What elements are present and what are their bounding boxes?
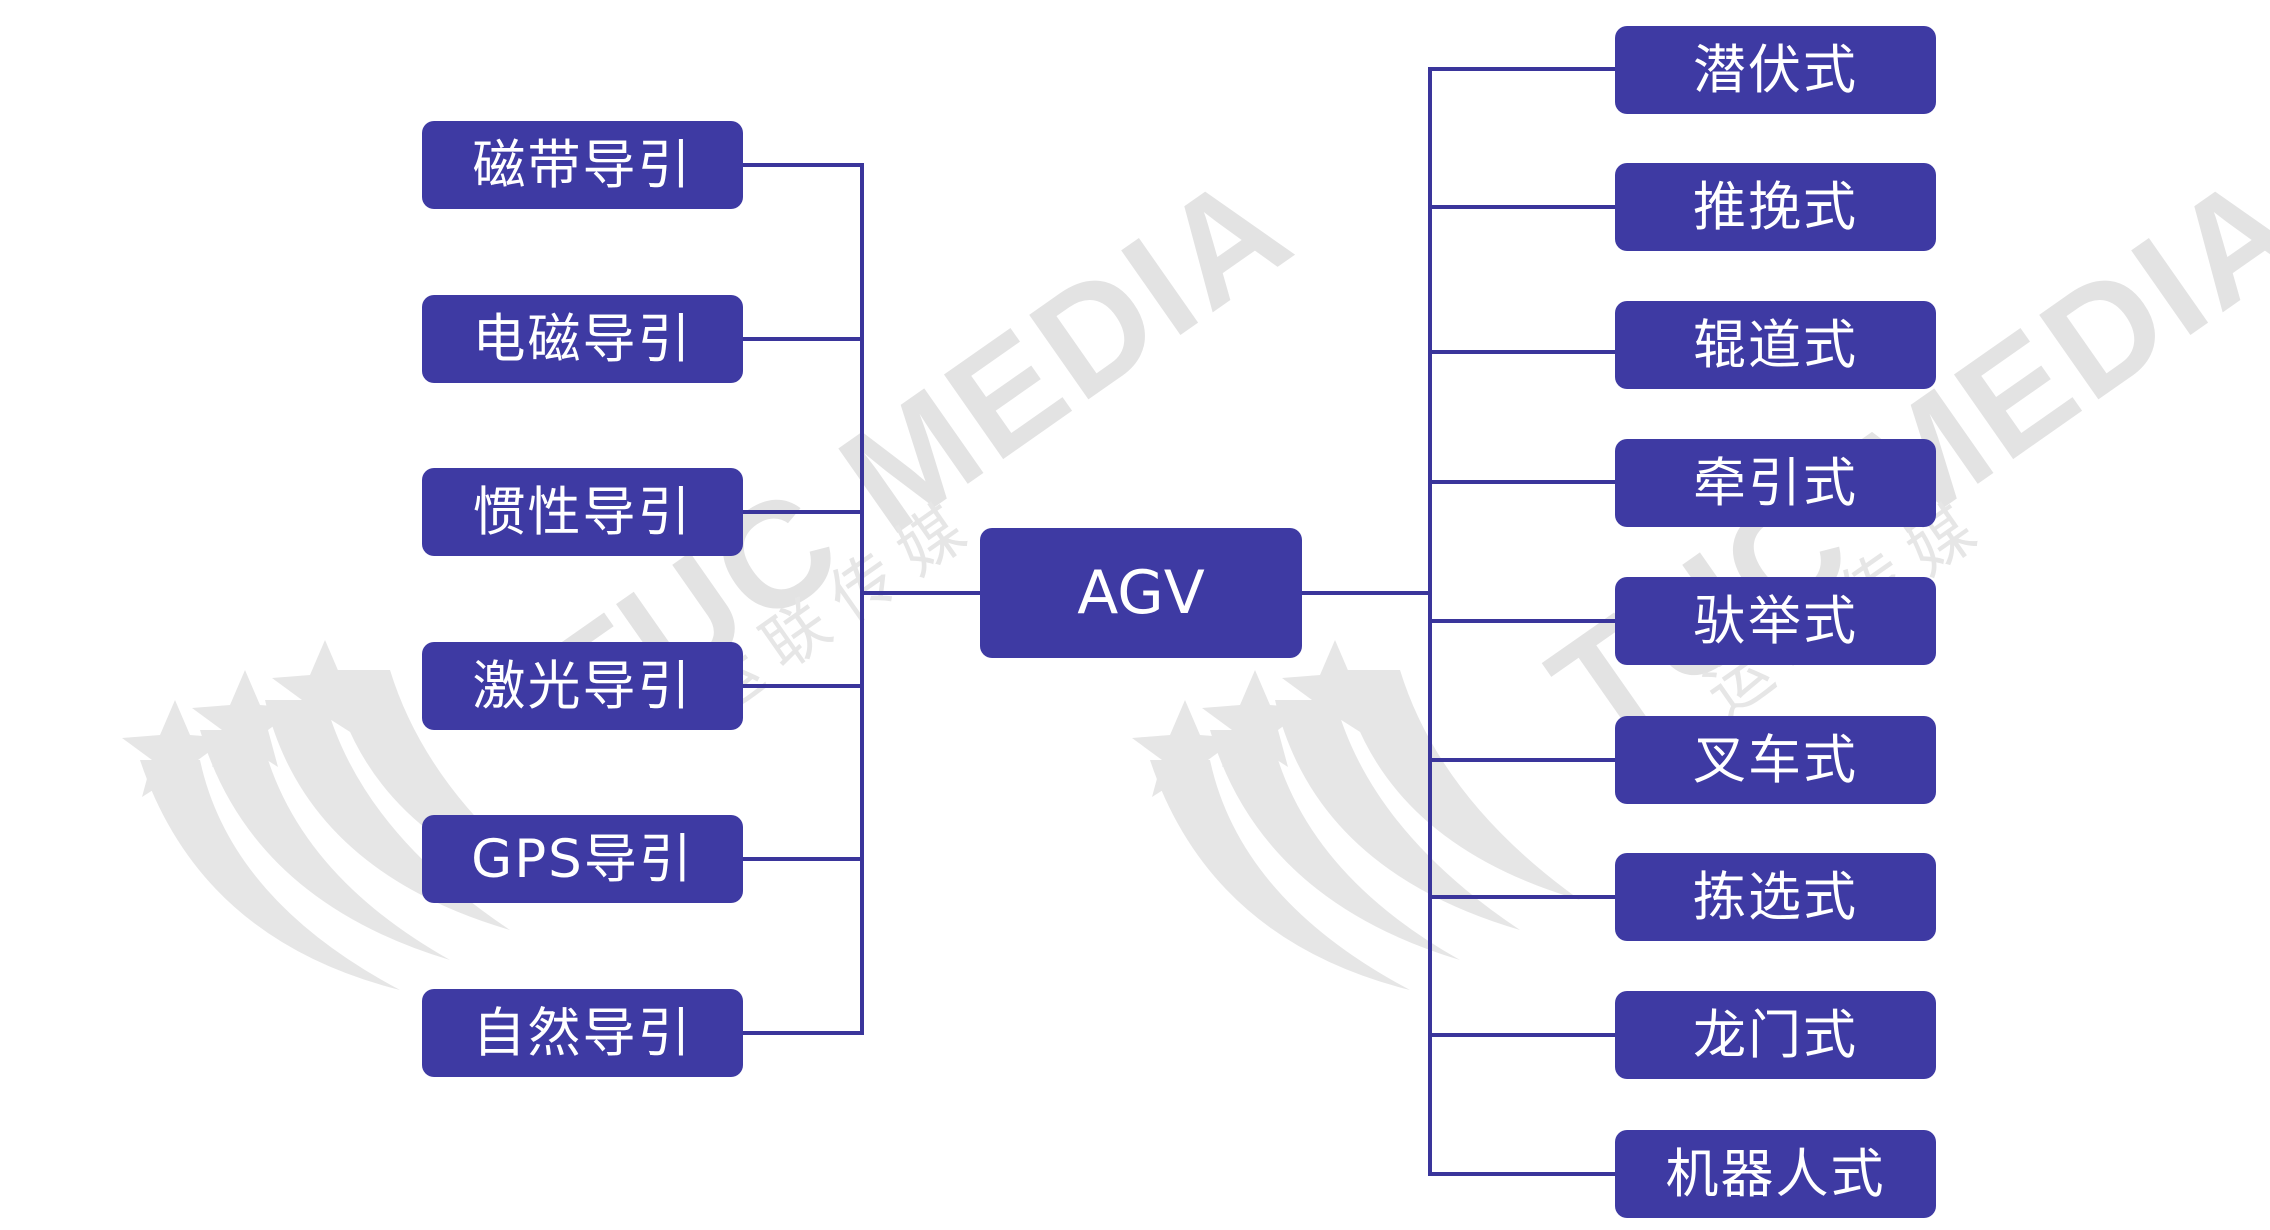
right-node-latent: 潜伏式 [1615,26,1936,114]
right-node-lifting: 驮举式 [1615,577,1936,665]
left-node-laser: 激光导引 [422,642,743,730]
right-node-towing: 牵引式 [1615,439,1936,527]
center-node-agv: AGV [980,528,1302,658]
left-node-magnetic-tape: 磁带导引 [422,121,743,209]
left-node-electromagnetic: 电磁导引 [422,295,743,383]
right-node-picking: 拣选式 [1615,853,1936,941]
left-node-gps: GPS导引 [422,815,743,903]
right-node-robot: 机器人式 [1615,1130,1936,1218]
right-node-push-pull: 推挽式 [1615,163,1936,251]
right-node-roller: 辊道式 [1615,301,1936,389]
left-node-natural: 自然导引 [422,989,743,1077]
right-node-gantry: 龙门式 [1615,991,1936,1079]
left-node-inertial: 惯性导引 [422,468,743,556]
right-node-forklift: 叉车式 [1615,716,1936,804]
